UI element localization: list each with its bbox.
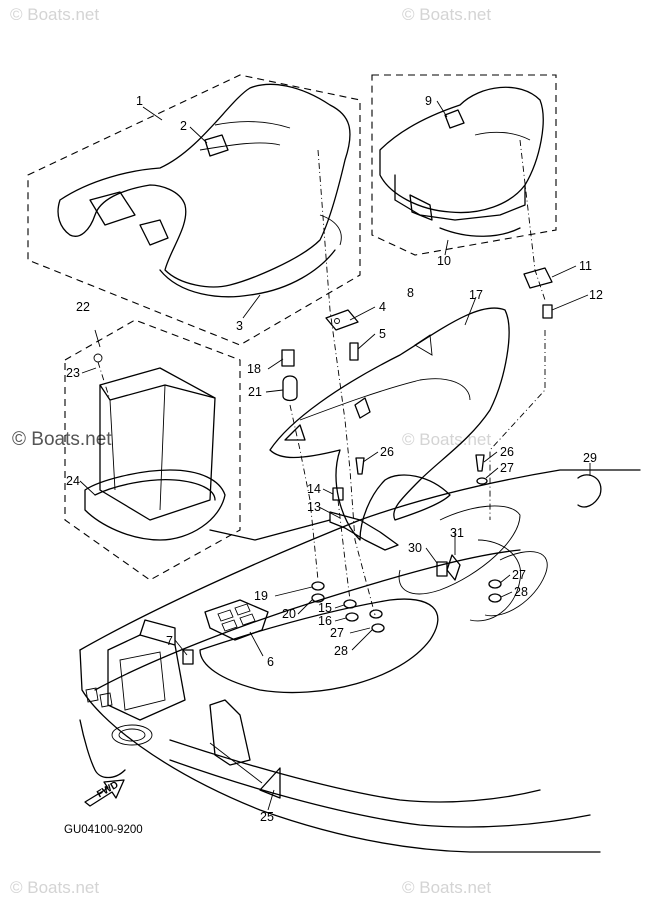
hull-deck-drawing bbox=[79, 469, 641, 853]
callout-25: 25 bbox=[260, 810, 274, 824]
rear-seat-assembly bbox=[371, 74, 557, 256]
callout-16: 16 bbox=[318, 614, 332, 628]
leader-lines bbox=[79, 100, 591, 811]
callout-27-center: 27 bbox=[330, 626, 344, 640]
callout-2: 2 bbox=[180, 119, 187, 133]
callout-26-right: 26 bbox=[500, 445, 514, 459]
callout-28-right: 28 bbox=[514, 585, 528, 599]
callout-18: 18 bbox=[247, 362, 261, 376]
callout-labels: 1 2 3 4 5 6 7 8 9 10 11 12 13 14 15 16 1… bbox=[66, 94, 603, 824]
callout-27-top: 27 bbox=[500, 461, 514, 475]
front-seat-assembly bbox=[27, 74, 361, 346]
callout-20: 20 bbox=[282, 607, 296, 621]
callout-15: 15 bbox=[318, 601, 332, 615]
callout-4: 4 bbox=[379, 300, 386, 314]
callout-27-right: 27 bbox=[512, 568, 526, 582]
console-cover bbox=[269, 307, 510, 541]
watermark-middle-left: © Boats.net bbox=[12, 429, 112, 450]
callout-23: 23 bbox=[66, 366, 80, 380]
callout-24: 24 bbox=[66, 474, 80, 488]
callout-31: 31 bbox=[450, 526, 464, 540]
callout-10: 10 bbox=[437, 254, 451, 268]
callout-7: 7 bbox=[166, 634, 173, 648]
callout-6: 6 bbox=[267, 655, 274, 669]
callout-17: 17 bbox=[469, 288, 483, 302]
callout-14: 14 bbox=[307, 482, 321, 496]
assembly-lines bbox=[97, 139, 546, 616]
hardware-parts bbox=[182, 267, 602, 665]
callout-19: 19 bbox=[254, 589, 268, 603]
watermark-top-right: © Boats.net bbox=[402, 5, 491, 24]
callout-26-left: 26 bbox=[380, 445, 394, 459]
watermark-bottom-right: © Boats.net bbox=[402, 878, 491, 897]
forward-arrow: FWD bbox=[84, 779, 125, 807]
diagram-code: GU04100-9200 bbox=[64, 824, 143, 836]
callout-30: 30 bbox=[408, 541, 422, 555]
callout-11: 11 bbox=[579, 259, 592, 273]
callout-21: 21 bbox=[248, 385, 262, 399]
callout-3: 3 bbox=[236, 319, 243, 333]
callout-22: 22 bbox=[76, 300, 90, 314]
storage-bucket-assembly bbox=[64, 319, 241, 581]
watermarks: © Boats.net © Boats.net © Boats.net © Bo… bbox=[10, 5, 491, 897]
callout-13: 13 bbox=[307, 500, 321, 514]
callout-29: 29 bbox=[583, 451, 597, 465]
callout-1: 1 bbox=[136, 94, 143, 108]
watermark-bottom-left: © Boats.net bbox=[10, 878, 99, 897]
watermark-top-left: © Boats.net bbox=[10, 5, 99, 24]
callout-12: 12 bbox=[589, 288, 603, 302]
callout-9: 9 bbox=[425, 94, 432, 108]
watermark-middle-right: © Boats.net bbox=[402, 430, 491, 449]
callout-8: 8 bbox=[407, 286, 414, 300]
callout-5: 5 bbox=[379, 327, 386, 341]
callout-28-center: 28 bbox=[334, 644, 348, 658]
